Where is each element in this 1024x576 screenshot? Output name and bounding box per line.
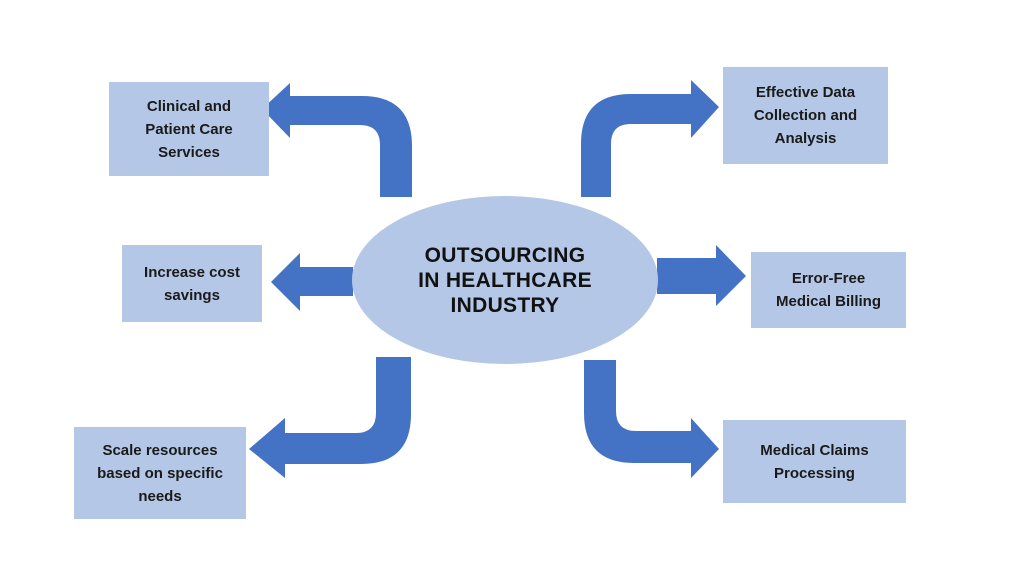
- arrow-icon-top-left: [262, 83, 412, 197]
- node-label: Increase cost savings: [144, 263, 240, 304]
- node-scale-resources: Scale resources based on specific needs: [74, 427, 246, 519]
- node-clinical-patient-care: Clinical and Patient Care Services: [109, 82, 269, 176]
- node-label: Effective Data Collection and Analysis: [753, 84, 858, 147]
- arrow-icon-bottom-right: [584, 360, 719, 478]
- central-topic-label: OUTSOURCING IN HEALTHCARE INDUSTRY: [418, 243, 592, 317]
- arrow-icon-top-right: [581, 80, 719, 197]
- node-medical-billing: Error-Free Medical Billing: [751, 252, 906, 328]
- node-cost-savings: Increase cost savings: [122, 245, 262, 322]
- node-label: Scale resources based on specific needs: [97, 441, 223, 505]
- arrow-icon-middle-right: [657, 245, 746, 306]
- node-label: Medical Claims Processing: [760, 441, 869, 482]
- node-label: Error-Free Medical Billing: [775, 270, 881, 310]
- central-topic-ellipse: OUTSOURCING IN HEALTHCARE INDUSTRY: [352, 196, 658, 364]
- arrow-icon-bottom-left: [249, 357, 411, 478]
- node-label: Clinical and Patient Care Services: [145, 97, 233, 161]
- node-data-collection-analysis: Effective Data Collection and Analysis: [723, 67, 888, 164]
- arrow-icon-middle-left: [271, 253, 353, 311]
- node-claims-processing: Medical Claims Processing: [723, 420, 906, 503]
